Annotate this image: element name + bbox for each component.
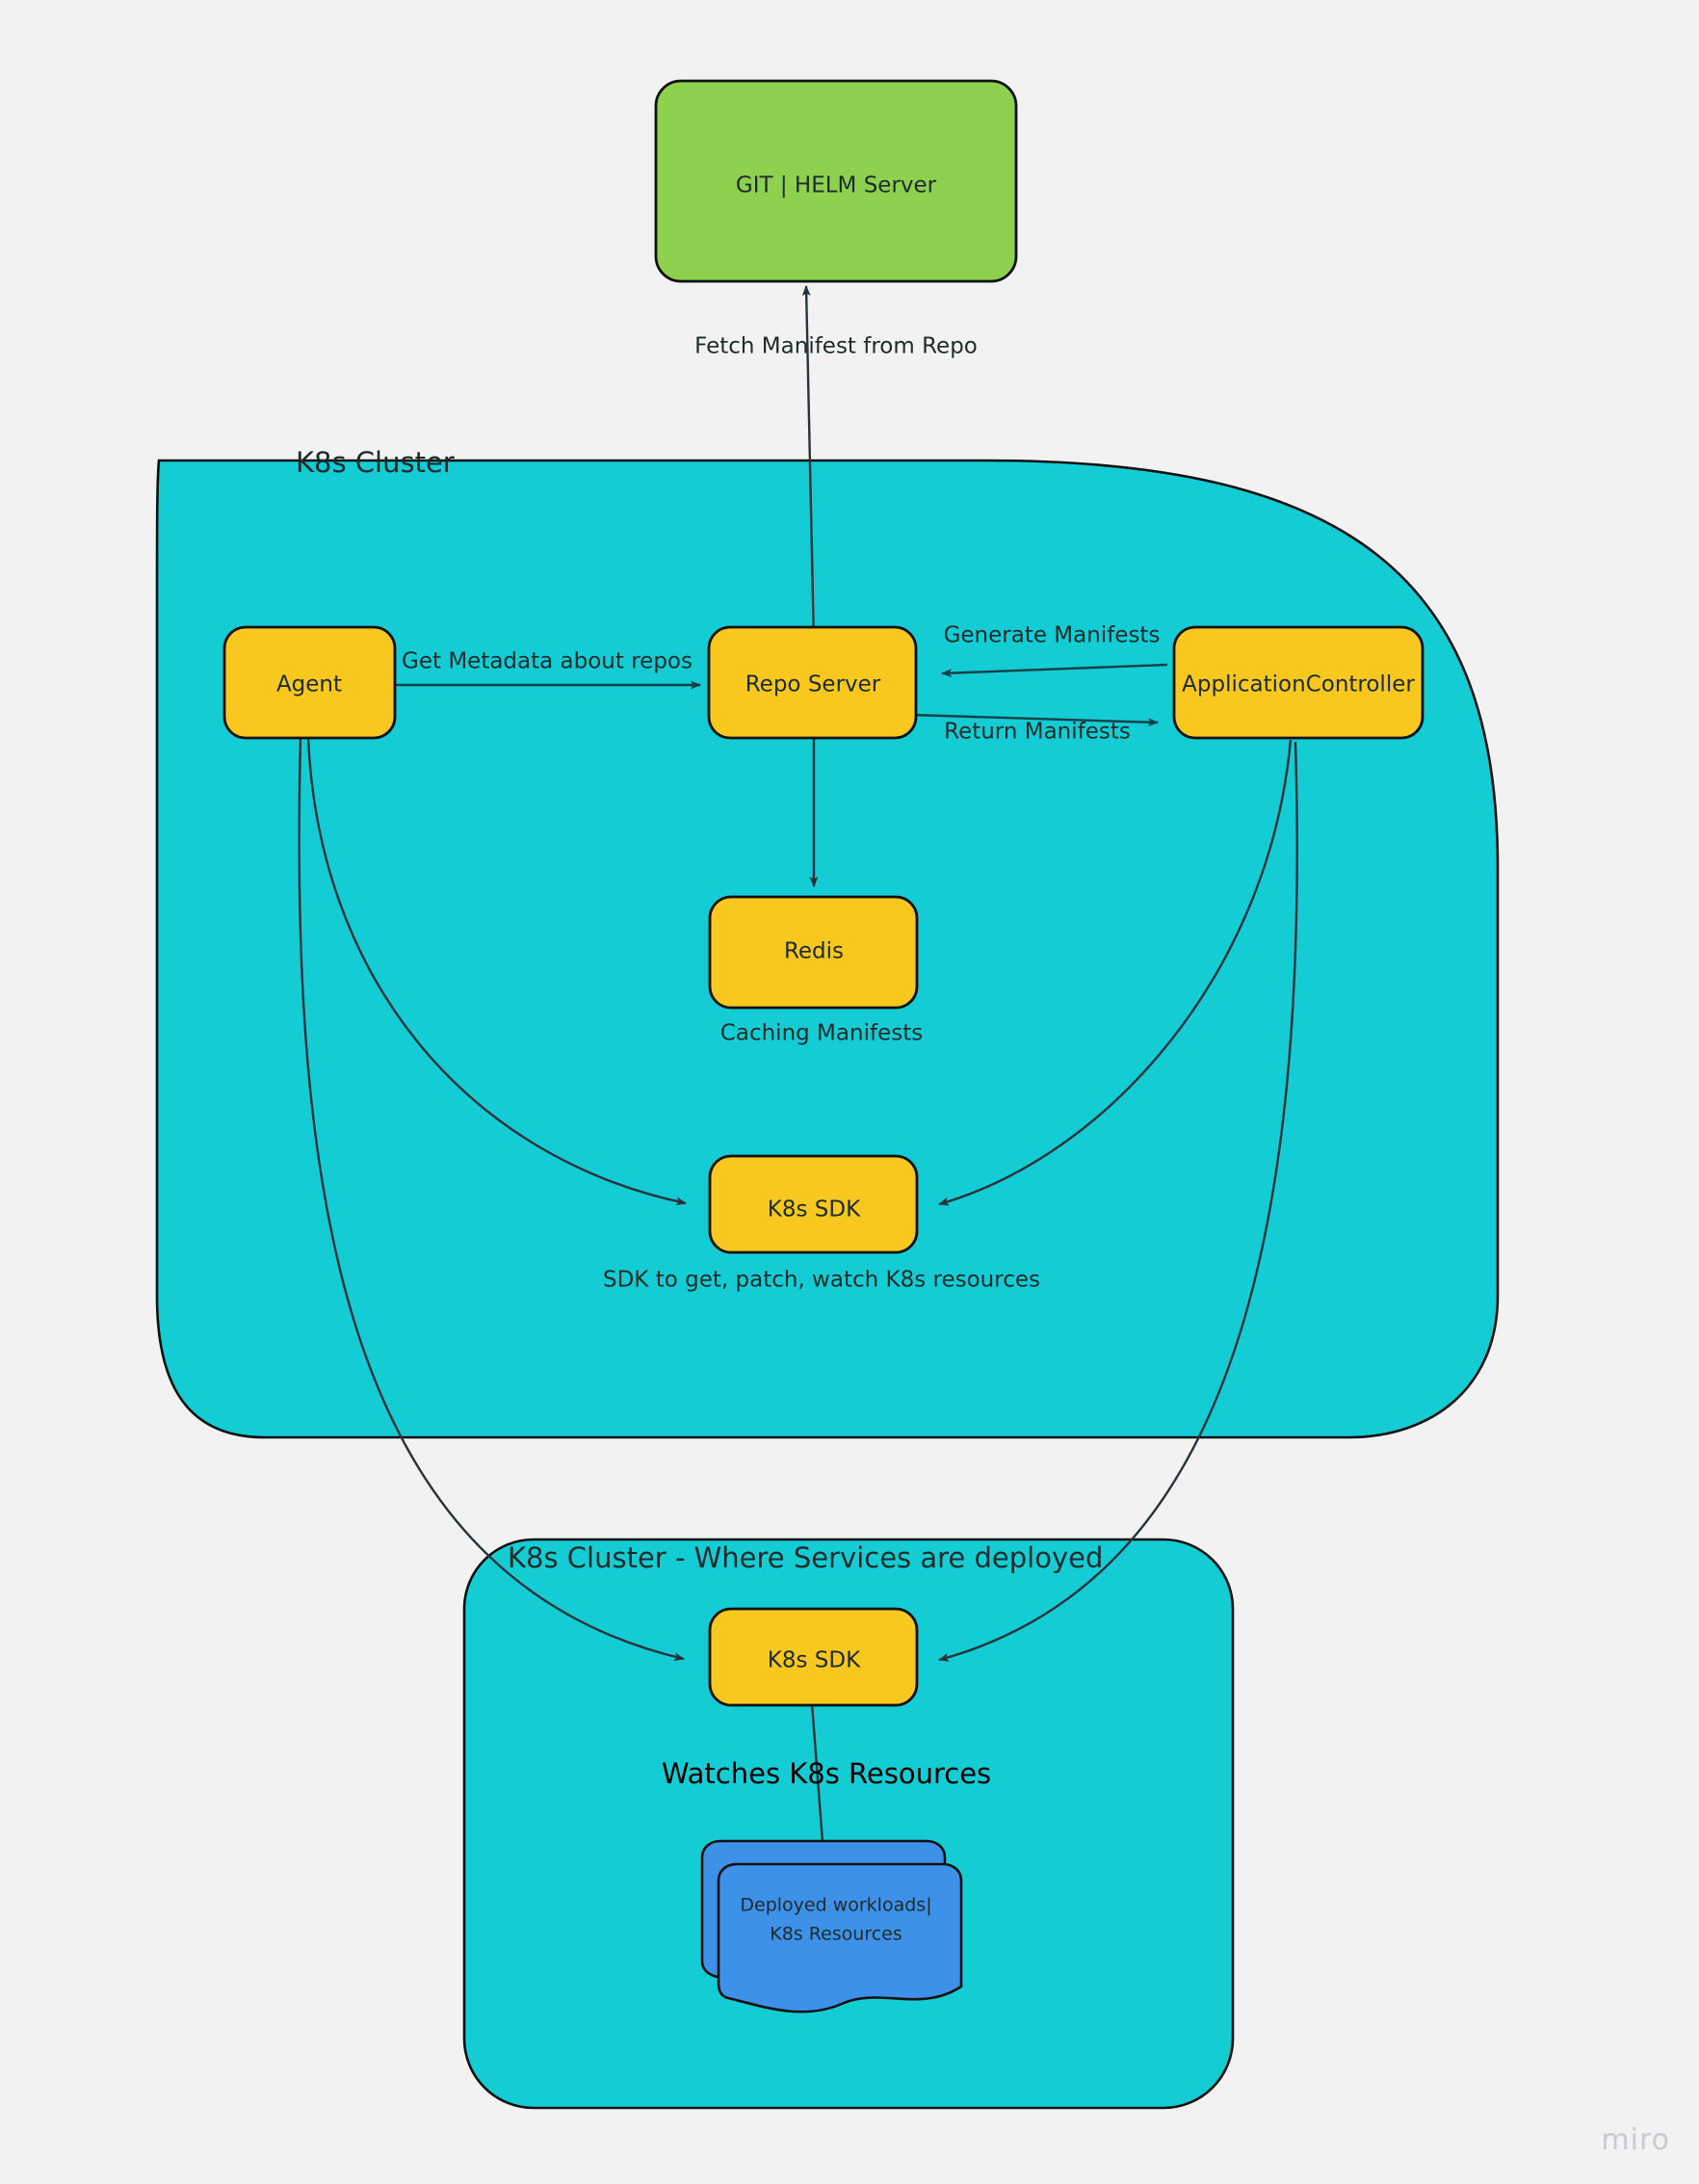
node-deployed-workloads[interactable] (717, 1862, 963, 2013)
node-k8s-sdk-lower-label: K8s SDK (768, 1648, 861, 1673)
node-k8s-sdk-upper-label: K8s SDK (768, 1197, 861, 1223)
node-redis-label: Redis (784, 939, 844, 964)
edge-generate-manifests (941, 663, 1168, 678)
k8s-cluster-label: K8s Cluster (296, 446, 455, 479)
deployed-workloads-label-line1: Deployed workloads| (740, 1895, 931, 1916)
k8s-cluster-services-label: K8s Cluster - Where Services are deploye… (508, 1541, 1103, 1574)
edge-fetch-manifest (801, 285, 816, 645)
edge-agent-to-sdk-upper (306, 736, 687, 1206)
edge-label-get-metadata: Get Metadata about repos (402, 649, 693, 674)
deployed-workloads-label-line2: K8s Resources (770, 1924, 902, 1945)
node-git-helm-server-label: GIT | HELM Server (736, 173, 937, 198)
node-git-helm-server[interactable] (654, 79, 1018, 283)
node-application-controller[interactable] (1172, 625, 1425, 740)
miro-watermark: miro (1601, 2123, 1670, 2157)
node-agent[interactable] (222, 625, 397, 740)
node-redis[interactable] (708, 895, 919, 1010)
edge-appctrl-to-sdk-lower (938, 741, 1298, 1662)
k8s-sdk-upper-caption: SDK to get, patch, watch K8s resources (603, 1268, 1040, 1293)
edge-watches-resources (810, 1702, 827, 1855)
redis-caption: Caching Manifests (720, 1021, 923, 1046)
edge-agent-to-sdk-lower (298, 737, 685, 1662)
edge-appctrl-to-sdk-upper (938, 739, 1293, 1206)
node-repo-server[interactable] (707, 625, 918, 740)
node-k8s-sdk-lower[interactable] (708, 1607, 919, 1707)
edge-label-watches-resources: Watches K8s Resources (662, 1757, 991, 1790)
node-repo-server-label: Repo Server (745, 672, 881, 697)
edge-label-fetch-manifest: Fetch Manifest from Repo (694, 334, 978, 359)
node-agent-label: Agent (276, 672, 342, 697)
node-application-controller-label: ApplicationController (1182, 672, 1415, 697)
node-k8s-sdk-upper[interactable] (708, 1154, 919, 1254)
k8s-cluster-services-group (462, 1538, 1235, 2110)
edge-label-return-manifests: Return Manifests (944, 720, 1131, 745)
edge-label-generate-manifests: Generate Manifests (944, 623, 1161, 648)
edge-return-manifests (909, 713, 1159, 727)
